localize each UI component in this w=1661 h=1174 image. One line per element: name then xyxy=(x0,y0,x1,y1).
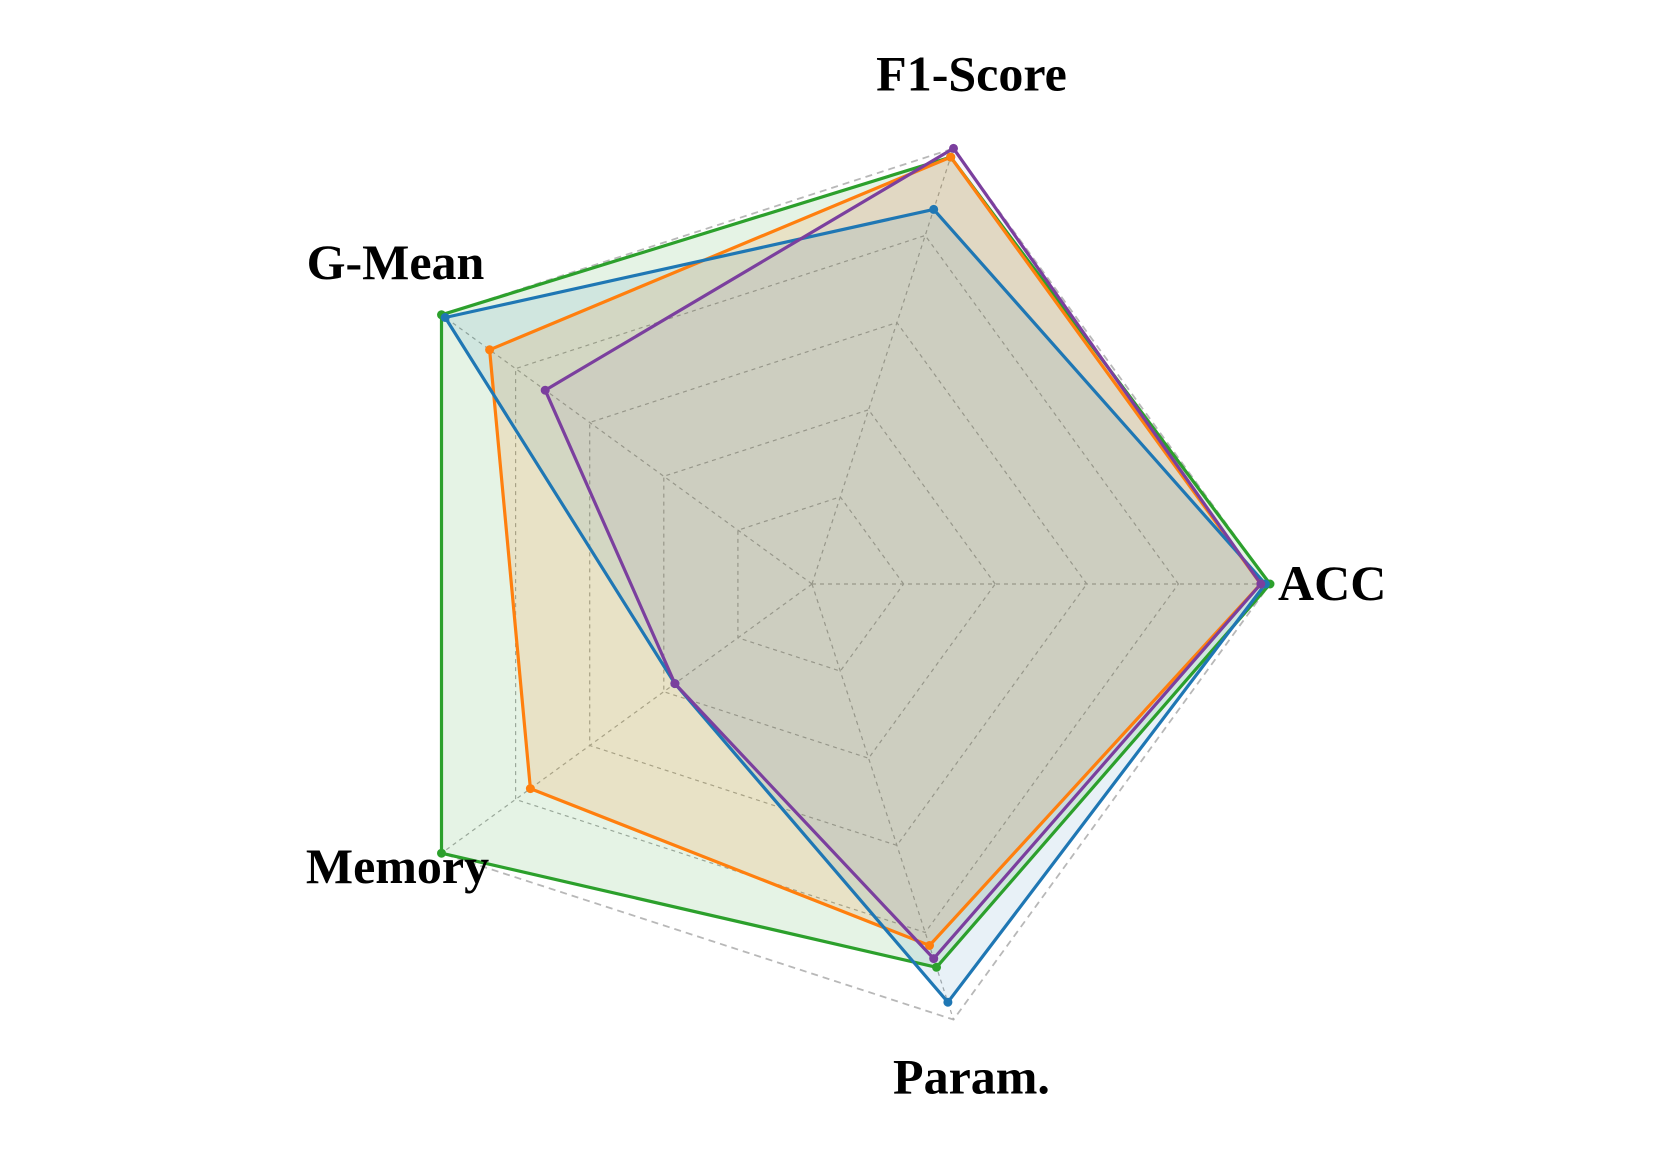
series-3-point-param- xyxy=(943,997,953,1007)
axis-label-g-mean: G-Mean xyxy=(307,234,485,290)
series-4-line xyxy=(543,146,1263,961)
series-2-point-g-mean xyxy=(485,345,495,355)
series-2-area xyxy=(489,157,1261,946)
series-1-point-param- xyxy=(932,962,941,972)
series-4-point-acc xyxy=(1256,579,1266,589)
axis-label-f1-score: F1-Score xyxy=(876,45,1067,101)
series-2-line xyxy=(488,155,1263,948)
series-1-point-memory xyxy=(437,848,446,858)
series-3-point-g-mean xyxy=(440,313,450,322)
grid-ring-2 xyxy=(663,409,996,759)
series-4-area xyxy=(545,148,1261,959)
series-4-point-param- xyxy=(929,954,939,964)
grid-ring-1 xyxy=(737,496,905,672)
series-lines xyxy=(439,146,1272,1004)
series-3-point-f1-score xyxy=(929,204,939,214)
series-2-point-param- xyxy=(925,941,934,950)
series-2-point-memory xyxy=(525,784,535,794)
series-3-line xyxy=(443,207,1268,1004)
axis-label-acc: ACC xyxy=(1278,555,1386,611)
series-4-point-f1-score xyxy=(949,143,958,153)
axis-label-memory: Memory xyxy=(306,838,489,894)
axis-label-param-: Param. xyxy=(893,1049,1050,1105)
series-1-area xyxy=(441,157,1270,968)
series-points xyxy=(437,143,1275,1007)
grid-ring-4 xyxy=(514,234,1180,934)
series-fills xyxy=(441,148,1270,1003)
series-4-point-memory xyxy=(670,679,680,689)
grid-ring-3 xyxy=(589,321,1088,847)
series-2-point-f1-score xyxy=(946,152,956,162)
series-4-point-g-mean xyxy=(540,385,550,395)
